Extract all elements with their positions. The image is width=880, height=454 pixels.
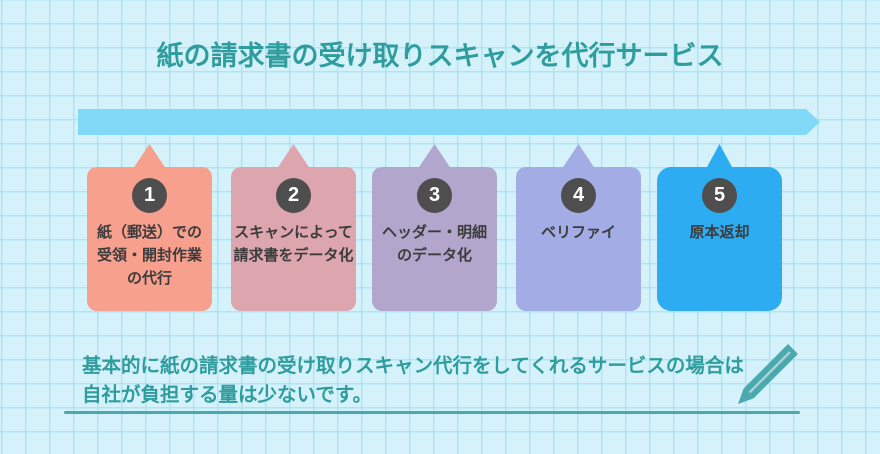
step-card-4: 4 ベリファイ xyxy=(516,144,641,311)
step-number: 2 xyxy=(287,184,300,206)
step-label: スキャンによって 請求書をデータ化 xyxy=(233,224,354,264)
step-label: ベリファイ xyxy=(540,224,616,241)
process-flow-arrow xyxy=(78,109,820,135)
step-number-badge: 5 xyxy=(702,178,737,213)
step-label: ヘッダー・明細 のデータ化 xyxy=(381,224,487,264)
step-number: 1 xyxy=(143,184,156,206)
step-card-3: 3 ヘッダー・明細 のデータ化 xyxy=(372,144,497,311)
page-title: 紙の請求書の受け取りスキャンを代行サービス xyxy=(156,41,724,71)
step-number-badge: 1 xyxy=(132,178,167,213)
step-pointer-icon xyxy=(562,144,595,168)
note-underline xyxy=(64,411,800,414)
step-number: 5 xyxy=(713,184,726,206)
step-number: 4 xyxy=(572,184,585,206)
step-pointer-icon xyxy=(133,144,166,168)
step-label: 紙（郵送）での 受領・開封作業 の代行 xyxy=(96,224,202,287)
step-label: 原本返却 xyxy=(689,224,750,241)
step-number-badge: 3 xyxy=(417,178,452,213)
step-pointer-icon xyxy=(706,144,733,168)
step-number-badge: 2 xyxy=(276,178,311,213)
note-text: 基本的に紙の請求書の受け取りスキャン代行をしてくれるサービスの場合は 自社が負担… xyxy=(82,355,744,406)
step-number: 3 xyxy=(428,184,441,206)
step-card-2: 2 スキャンによって 請求書をデータ化 xyxy=(231,144,356,311)
pencil-icon xyxy=(738,344,798,404)
step-card-5: 5 原本返却 xyxy=(657,144,782,311)
step-pointer-icon xyxy=(277,144,310,168)
step-pointer-icon xyxy=(418,144,451,168)
step-card-1: 1 紙（郵送）での 受領・開封作業 の代行 xyxy=(87,144,212,311)
step-number-badge: 4 xyxy=(561,178,596,213)
